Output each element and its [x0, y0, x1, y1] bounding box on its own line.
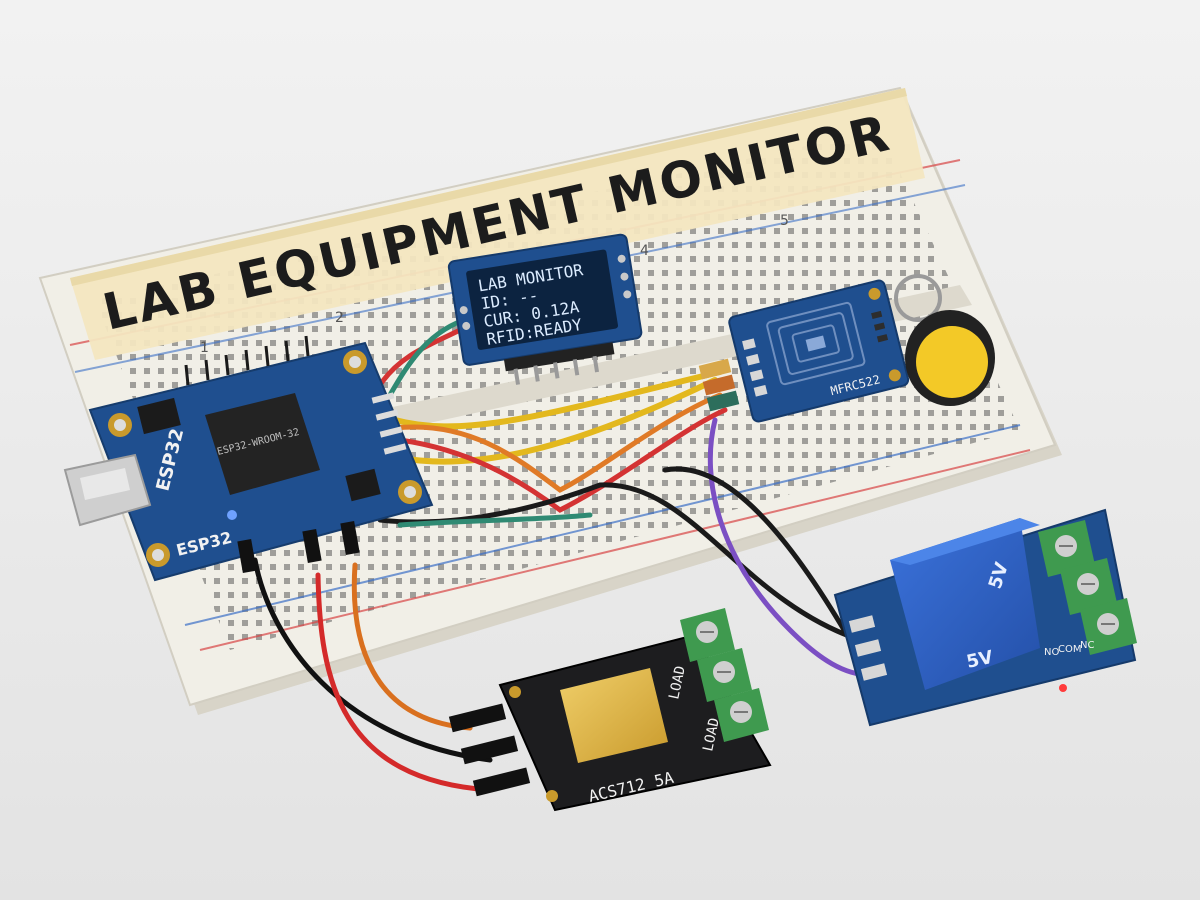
- relay-cube: [890, 518, 1040, 690]
- relay-terminal-no: NO: [1044, 647, 1059, 658]
- wire-black-relay: [377, 482, 863, 643]
- wire-purple: [707, 417, 873, 678]
- relay-led: [1059, 684, 1067, 692]
- wire-black-acs: [252, 557, 493, 763]
- esp32-board: ESP32-WROOM-32 ESP32 ESP32: [63, 335, 434, 582]
- relay-terminal-com: COM: [1058, 644, 1081, 655]
- relay-terminal-nc: NC: [1080, 640, 1094, 651]
- rfid-module: MFRC522: [728, 279, 910, 423]
- sensor-chip: [560, 668, 668, 763]
- bb-number-5: 5: [780, 213, 789, 229]
- wire-orange-acs: [351, 562, 473, 731]
- acs712-terminals: [680, 608, 769, 742]
- wire-green-2: [397, 512, 593, 528]
- wires: [252, 315, 873, 793]
- oled-screen: [466, 249, 619, 350]
- wire-red-rfid: [397, 407, 728, 513]
- rfid-key-fob: [894, 274, 995, 406]
- wire-yellow-2: [397, 377, 718, 465]
- acs712-load-label-bottom: LOAD: [700, 717, 723, 753]
- oled-module: LAB MONITOR ID: -- CUR: 0.12A RFID:READY: [447, 233, 643, 385]
- relay-module: 5V 5V NO COM NC: [833, 508, 1137, 727]
- relay-terminals: [1038, 520, 1137, 655]
- rfid-jumper-heads: [698, 358, 740, 412]
- bb-number-4: 4: [640, 243, 649, 259]
- status-led: [227, 510, 237, 520]
- wire-orange: [392, 392, 723, 493]
- wire-red-acs: [315, 572, 493, 793]
- current-sensor-module: ACS712 5A LOAD LOAD: [448, 608, 772, 812]
- bb-number-2: 2: [335, 310, 344, 326]
- acs712-load-label-top: LOAD: [666, 665, 689, 701]
- bb-number-1: 1: [200, 340, 209, 356]
- wire-black-2: [662, 466, 853, 643]
